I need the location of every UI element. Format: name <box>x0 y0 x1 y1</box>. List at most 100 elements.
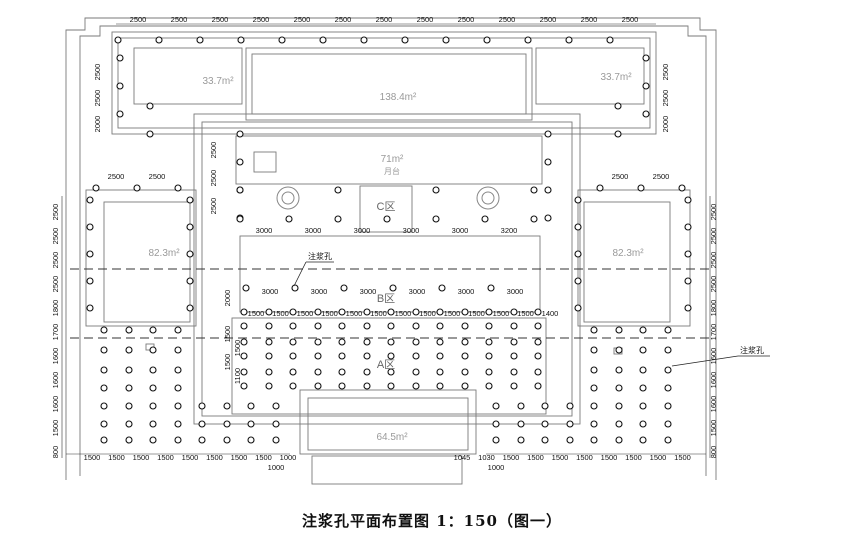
grout-hole <box>544 186 552 194</box>
room-small-right <box>535 47 645 105</box>
grout-hole <box>146 102 154 110</box>
grout-hole <box>614 130 622 138</box>
dimension-label: 1500 <box>674 453 691 462</box>
grout-hole <box>436 322 444 330</box>
grout-hole <box>517 420 525 428</box>
dimension-label: 2500 <box>661 64 670 81</box>
dimension-label: 1500 <box>133 453 150 462</box>
grout-hole <box>223 402 231 410</box>
dimension-label: 3000 <box>452 226 469 235</box>
dimension-label: 1600 <box>709 348 718 365</box>
grout-hole <box>236 186 244 194</box>
grout-hole <box>678 184 686 192</box>
grout-hole <box>389 284 397 292</box>
grout-hole <box>590 436 598 444</box>
dimension-label: 2500 <box>661 90 670 107</box>
dimension-label: 1500 <box>419 309 436 318</box>
top-building-outer <box>111 31 657 135</box>
grout-hole <box>590 420 598 428</box>
wing-right-inner <box>583 201 671 323</box>
grout-hole <box>100 346 108 354</box>
grout-hole <box>615 366 623 374</box>
grout-hole <box>86 223 94 231</box>
dimension-label: 1600 <box>709 372 718 389</box>
grout-hole <box>289 352 297 360</box>
grout-hole <box>412 308 420 316</box>
grout-hole <box>125 346 133 354</box>
grout-hole <box>149 436 157 444</box>
grout-hole <box>265 338 273 346</box>
grout-hole <box>639 420 647 428</box>
grout-hole <box>574 196 582 204</box>
dimension-label: 1500 <box>223 354 232 371</box>
grout-hole <box>247 420 255 428</box>
area-platform-name: 月台 <box>384 166 400 176</box>
grout-hole <box>530 186 538 194</box>
grout-hole <box>544 130 552 138</box>
grout-hole <box>86 196 94 204</box>
dimension-label: 2500 <box>417 15 434 24</box>
dimension-label: 1500 <box>206 453 223 462</box>
wall-outlines <box>65 17 717 485</box>
grout-hole <box>436 382 444 390</box>
grout-hole <box>534 308 542 316</box>
dimension-label: 2500 <box>709 276 718 293</box>
grout-hole <box>481 215 489 223</box>
dimension-label: 3000 <box>305 226 322 235</box>
grout-hole <box>236 215 244 223</box>
grout-hole <box>483 36 491 44</box>
dimension-label: 1500 <box>650 453 667 462</box>
dimension-label: 1500 <box>51 420 60 437</box>
grout-hole <box>338 338 346 346</box>
grout-hole <box>186 223 194 231</box>
grout-hole <box>100 436 108 444</box>
grout-hole <box>242 284 250 292</box>
outer-boundary-inner <box>79 25 707 476</box>
dimension-label: 1500 <box>321 309 338 318</box>
dimension-label: 1500 <box>503 453 520 462</box>
grout-hole <box>314 322 322 330</box>
grout-hole <box>149 420 157 428</box>
dimension-label: 1500 <box>248 309 265 318</box>
grout-hole <box>596 184 604 192</box>
grout-hole <box>100 420 108 428</box>
grout-hole <box>615 346 623 354</box>
grout-hole <box>338 352 346 360</box>
grout-hole <box>590 384 598 392</box>
dimension-label: 2500 <box>51 228 60 245</box>
grout-hole <box>114 36 122 44</box>
grout-hole <box>240 368 248 376</box>
grout-hole <box>412 352 420 360</box>
dimension-label: 2500 <box>130 15 147 24</box>
grout-hole <box>492 420 500 428</box>
grout-hole <box>100 402 108 410</box>
grout-hole <box>485 338 493 346</box>
grout-hole <box>461 308 469 316</box>
grout-hole <box>438 284 446 292</box>
grout-hole <box>363 352 371 360</box>
grout-hole <box>116 54 124 62</box>
grout-hole <box>338 382 346 390</box>
dimension-label: 2500 <box>209 170 218 187</box>
dimension-label: 2500 <box>209 142 218 159</box>
dimension-label: 2000 <box>93 116 102 133</box>
grout-hole <box>291 284 299 292</box>
drawing-caption: 注浆孔平面布置图 1：150（图一） <box>302 512 562 530</box>
dimension-label: 2500 <box>51 276 60 293</box>
area-wing-left: 82.3m² <box>148 248 180 259</box>
grout-hole <box>198 420 206 428</box>
top-building-inner <box>117 37 651 129</box>
grout-hole <box>637 184 645 192</box>
grout-hole <box>510 382 518 390</box>
grout-hole <box>285 215 293 223</box>
dimension-label: 1500 <box>84 453 101 462</box>
dimension-label: 2500 <box>253 15 270 24</box>
dimension-label: 1500 <box>233 340 242 357</box>
dimension-label: 2500 <box>149 172 166 181</box>
incense-burner-left <box>276 186 300 210</box>
grout-hole <box>174 346 182 354</box>
dimension-label: 1700 <box>709 324 718 341</box>
grout-hole <box>664 366 672 374</box>
grout-hole <box>436 308 444 316</box>
grout-hole <box>684 196 692 204</box>
